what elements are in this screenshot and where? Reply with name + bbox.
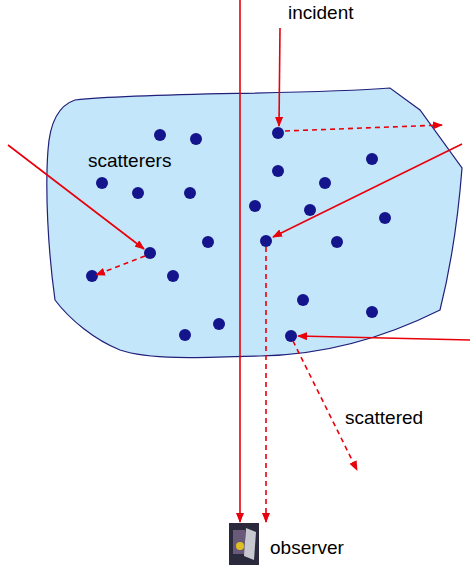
- annotation-label: observer: [270, 538, 344, 557]
- region-outline: [45, 85, 465, 370]
- annotation-label: scattered: [345, 408, 423, 427]
- annotation-label: incident: [288, 3, 354, 22]
- region-label: scatterers: [88, 151, 171, 170]
- telescope-icon: [229, 523, 259, 565]
- rays: [8, 0, 470, 522]
- scattering-region: scatterers: [45, 85, 465, 370]
